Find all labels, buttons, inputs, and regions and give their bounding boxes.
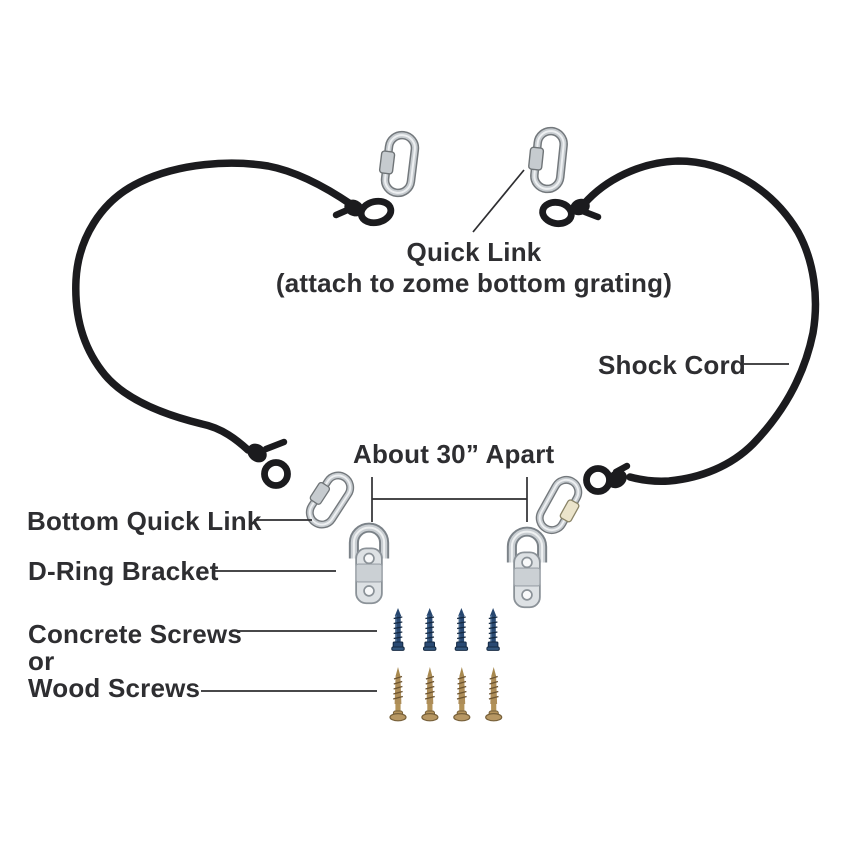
cord-loop-top-right [539,198,602,228]
quick-link-top-left [378,133,416,195]
quick-link-top-right [528,129,565,190]
wood-screws-row [389,666,503,722]
concrete-screw [391,607,405,652]
cord-loop-bottom-left [247,438,291,489]
spacing-label: About 30” Apart [353,439,555,469]
quick-link-label-line1: Quick Link [406,237,542,267]
quick-link-label-line2: (attach to zome bottom grating) [275,268,673,298]
shock-cord-left [72,159,356,454]
leader-quick-link [472,169,525,233]
concrete-screw [454,607,469,652]
or-label: or [28,646,55,676]
bottom-quick-link-right [535,476,588,538]
d-ring-bracket-label: D-Ring Bracket [28,556,219,586]
concrete-screws-row [391,607,500,652]
cord-loop-bottom-right [583,462,631,495]
shock-cord-label: Shock Cord [598,350,746,380]
concrete-screw [486,607,500,652]
wood-screw [389,666,407,722]
concrete-screw [422,607,437,652]
wood-screw [485,666,503,722]
wood-screws-label: Wood Screws [28,673,201,703]
d-ring-bracket-left [354,528,384,604]
wood-screw [421,666,439,722]
cord-loop-top-left [332,197,395,227]
quick-link-label: Quick Link (attach to zome bottom gratin… [276,237,672,299]
bottom-quick-link-label: Bottom Quick Link [27,506,262,536]
dimension-30-apart [371,477,528,522]
wood-screw [453,666,471,722]
bottom-quick-link-left [300,468,355,530]
d-ring-bracket-right [512,532,542,608]
concrete-screws-label: Concrete Screws [28,619,242,649]
shock-cord-right [580,157,820,485]
annotation-lines [201,169,789,692]
